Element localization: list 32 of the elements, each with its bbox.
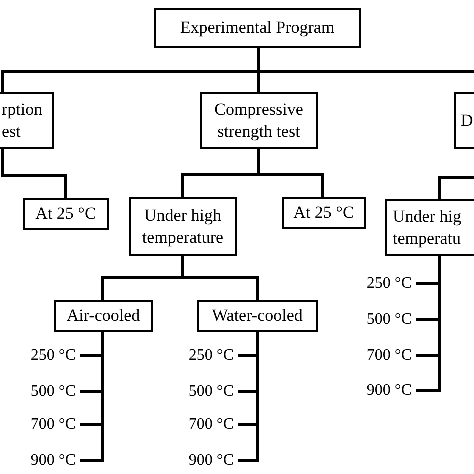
- connector-line: [258, 149, 324, 197]
- temperature-label: 500 °C: [188, 382, 234, 402]
- box-label: Water-cooled: [212, 305, 303, 327]
- process-box: [282, 197, 366, 229]
- box-label: Air-cooled: [66, 305, 140, 327]
- temperature-label: 500 °C: [30, 382, 76, 402]
- connector-line: [2, 149, 68, 198]
- temperature-label: 700 °C: [188, 415, 234, 435]
- box-label: Compressive strength test: [214, 99, 304, 142]
- box-label: Experimental Program: [180, 17, 335, 39]
- connector-line: [182, 256, 260, 300]
- process-box: [54, 300, 153, 332]
- temperature-label: 700 °C: [30, 415, 76, 435]
- temperature-label: 250 °C: [366, 274, 412, 294]
- box-label: rption est: [2, 99, 44, 142]
- process-box: [129, 197, 237, 256]
- process-box: [200, 92, 318, 149]
- temperature-label: 900 °C: [188, 451, 234, 471]
- process-box: [23, 198, 109, 230]
- box-label: D: [461, 110, 474, 132]
- process-box: [154, 8, 361, 48]
- temperature-label: 900 °C: [30, 451, 76, 471]
- temperature-label: 700 °C: [366, 346, 412, 366]
- box-label: At 25 °C: [36, 203, 96, 225]
- process-box: [197, 300, 318, 332]
- temperature-label: 250 °C: [188, 346, 234, 366]
- temperature-label: 900 °C: [366, 381, 412, 401]
- box-label: Under high temperature: [141, 205, 225, 248]
- box-label: Under hig temperatu: [393, 206, 462, 249]
- box-label: At 25 °C: [294, 202, 354, 224]
- temperature-label: 250 °C: [30, 346, 76, 366]
- temperature-label: 500 °C: [366, 310, 412, 330]
